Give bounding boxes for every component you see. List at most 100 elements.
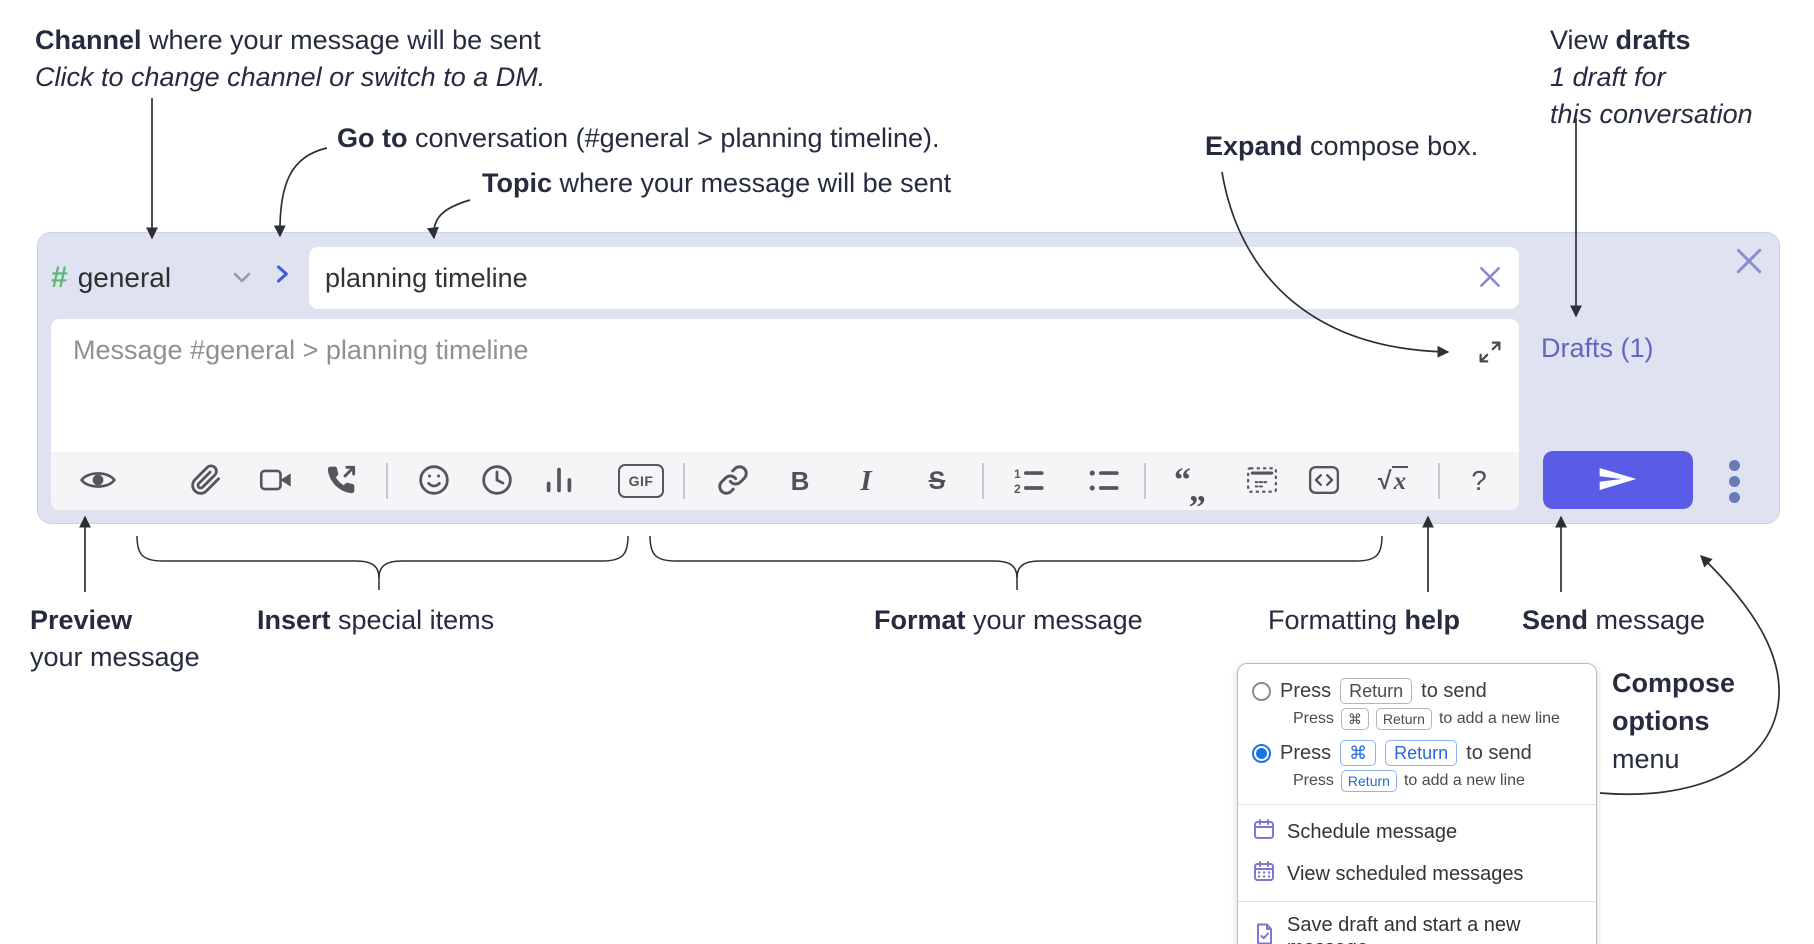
annotation-goto-bold: Go to bbox=[337, 123, 408, 153]
quote-button[interactable]: “„ bbox=[1171, 461, 1211, 508]
option2-return-key: Return bbox=[1385, 740, 1458, 766]
eye-icon bbox=[79, 466, 117, 497]
menu-item-save-draft[interactable]: Save draft and start a new message bbox=[1238, 908, 1596, 944]
phone-outgoing-icon bbox=[325, 464, 357, 499]
calendar-icon bbox=[1252, 817, 1276, 847]
strikethrough-icon: S bbox=[928, 466, 946, 495]
radio-unselected-icon[interactable] bbox=[1252, 681, 1271, 701]
message-card: GIF B I S bbox=[51, 319, 1519, 510]
math-button[interactable]: √x bbox=[1369, 461, 1417, 501]
voice-call-button[interactable] bbox=[321, 461, 361, 501]
preview-button[interactable] bbox=[78, 461, 118, 501]
annotation-compose-options: Compose options menu bbox=[1612, 664, 1735, 778]
menu-separator bbox=[1238, 901, 1596, 902]
question-mark-icon: ? bbox=[1471, 465, 1487, 496]
expand-icon bbox=[1475, 337, 1505, 370]
bold-button[interactable]: B bbox=[780, 461, 820, 501]
annotation-goto: Go to conversation (#general > planning … bbox=[337, 120, 940, 157]
bulleted-list-icon bbox=[1088, 465, 1120, 498]
annotation-drafts-pre: View bbox=[1550, 25, 1616, 55]
annotation-compose-options-l2: options bbox=[1612, 706, 1710, 736]
annotation-send-rest: message bbox=[1588, 605, 1706, 635]
annotation-format-rest: your message bbox=[965, 605, 1143, 635]
annotation-preview-bold: Preview bbox=[30, 605, 133, 635]
compose-options-menu-button[interactable] bbox=[1716, 455, 1752, 507]
annotation-channel-rest: where your message will be sent bbox=[141, 25, 541, 55]
bulleted-list-button[interactable] bbox=[1084, 461, 1124, 501]
option2-suffix: to send bbox=[1466, 741, 1532, 764]
annotation-format-bold: Format bbox=[874, 605, 966, 635]
attach-file-button[interactable] bbox=[186, 461, 226, 501]
math-x-glyph: x bbox=[1391, 465, 1409, 495]
formatting-toolbar: GIF B I S bbox=[51, 452, 1519, 510]
italic-icon: I bbox=[860, 464, 872, 497]
send-button[interactable] bbox=[1543, 451, 1693, 509]
code-button[interactable] bbox=[1304, 461, 1344, 501]
compose-close-button[interactable] bbox=[1733, 245, 1765, 280]
toolbar-divider bbox=[683, 463, 685, 499]
kebab-dot bbox=[1728, 491, 1740, 503]
close-icon bbox=[1477, 264, 1503, 293]
add-global-time-button[interactable] bbox=[477, 461, 517, 501]
video-call-button[interactable] bbox=[256, 461, 296, 501]
annotation-insert: Insert special items bbox=[257, 602, 494, 639]
bar-chart-icon bbox=[544, 466, 574, 497]
option2-cmd-key: ⌘ bbox=[1340, 740, 1377, 766]
message-formatting-help-button[interactable]: ? bbox=[1459, 461, 1499, 501]
channel-selector[interactable]: # general bbox=[51, 247, 255, 309]
annotation-topic-rest: where your message will be sent bbox=[552, 168, 952, 198]
goto-conversation-button[interactable] bbox=[262, 255, 302, 295]
link-button[interactable] bbox=[713, 461, 753, 501]
calendar-grid-icon bbox=[1252, 859, 1276, 889]
topic-input[interactable] bbox=[325, 262, 1477, 294]
option1-return-key: Return bbox=[1340, 678, 1413, 704]
annotation-topic-bold: Topic bbox=[482, 168, 552, 198]
annotation-compose-options-l1: Compose bbox=[1612, 668, 1736, 698]
spoiler-button[interactable] bbox=[1242, 461, 1282, 501]
option-enter-sends[interactable]: Press Return to send Press ⌘ Return to a… bbox=[1238, 674, 1596, 736]
strikethrough-button[interactable]: S bbox=[917, 461, 957, 501]
menu-item-view-scheduled-label: View scheduled messages bbox=[1287, 862, 1524, 885]
svg-text:1: 1 bbox=[1014, 467, 1021, 480]
bold-icon: B bbox=[790, 465, 810, 496]
annotation-help-pre: Formatting bbox=[1268, 605, 1405, 635]
menu-item-view-scheduled[interactable]: View scheduled messages bbox=[1238, 853, 1596, 895]
option1-sub-suffix: to add a new line bbox=[1438, 710, 1560, 727]
quote-open-glyph: “ bbox=[1174, 462, 1191, 499]
emoji-button[interactable] bbox=[414, 461, 454, 501]
annotation-expand-rest: compose box. bbox=[1302, 131, 1479, 161]
annotation-goto-rest: conversation (#general > planning timeli… bbox=[407, 123, 940, 153]
option2-sub-press: Press bbox=[1293, 772, 1334, 789]
annotation-insert-bold: Insert bbox=[257, 605, 331, 635]
option-cmd-enter-sends[interactable]: Press ⌘ Return to send Press Return to a… bbox=[1238, 736, 1596, 798]
gif-button[interactable]: GIF bbox=[618, 461, 664, 501]
annotation-formatting-help: Formatting help bbox=[1268, 602, 1460, 639]
math-icon: √x bbox=[1378, 465, 1409, 496]
compose-options-popup: Press Return to send Press ⌘ Return to a… bbox=[1237, 663, 1597, 944]
menu-item-save-draft-label: Save draft and start a new message bbox=[1287, 914, 1521, 944]
annotation-drafts: View drafts 1 draft for this conversatio… bbox=[1550, 22, 1753, 133]
topic-clear-button[interactable] bbox=[1477, 264, 1503, 293]
close-icon bbox=[1733, 245, 1765, 280]
annotation-drafts-line3: this conversation bbox=[1550, 99, 1753, 129]
drafts-link[interactable]: Drafts (1) bbox=[1541, 333, 1654, 363]
code-icon bbox=[1308, 465, 1340, 498]
radio-selected-icon[interactable] bbox=[1252, 743, 1271, 763]
smiley-icon bbox=[418, 464, 450, 499]
annotation-drafts-bold: drafts bbox=[1615, 25, 1691, 55]
chevron-right-icon bbox=[268, 260, 296, 291]
poll-button[interactable] bbox=[539, 461, 579, 501]
annotation-send: Send message bbox=[1522, 602, 1705, 639]
option2-sub-suffix: to add a new line bbox=[1403, 772, 1525, 789]
document-check-icon bbox=[1252, 922, 1276, 944]
menu-item-schedule-message[interactable]: Schedule message bbox=[1238, 811, 1596, 853]
kebab-dot bbox=[1728, 459, 1740, 471]
expand-compose-button[interactable] bbox=[1475, 337, 1505, 370]
message-textarea[interactable] bbox=[51, 319, 1519, 452]
italic-button[interactable]: I bbox=[846, 461, 886, 501]
annotation-send-bold: Send bbox=[1522, 605, 1589, 635]
channel-name: general bbox=[77, 262, 172, 293]
